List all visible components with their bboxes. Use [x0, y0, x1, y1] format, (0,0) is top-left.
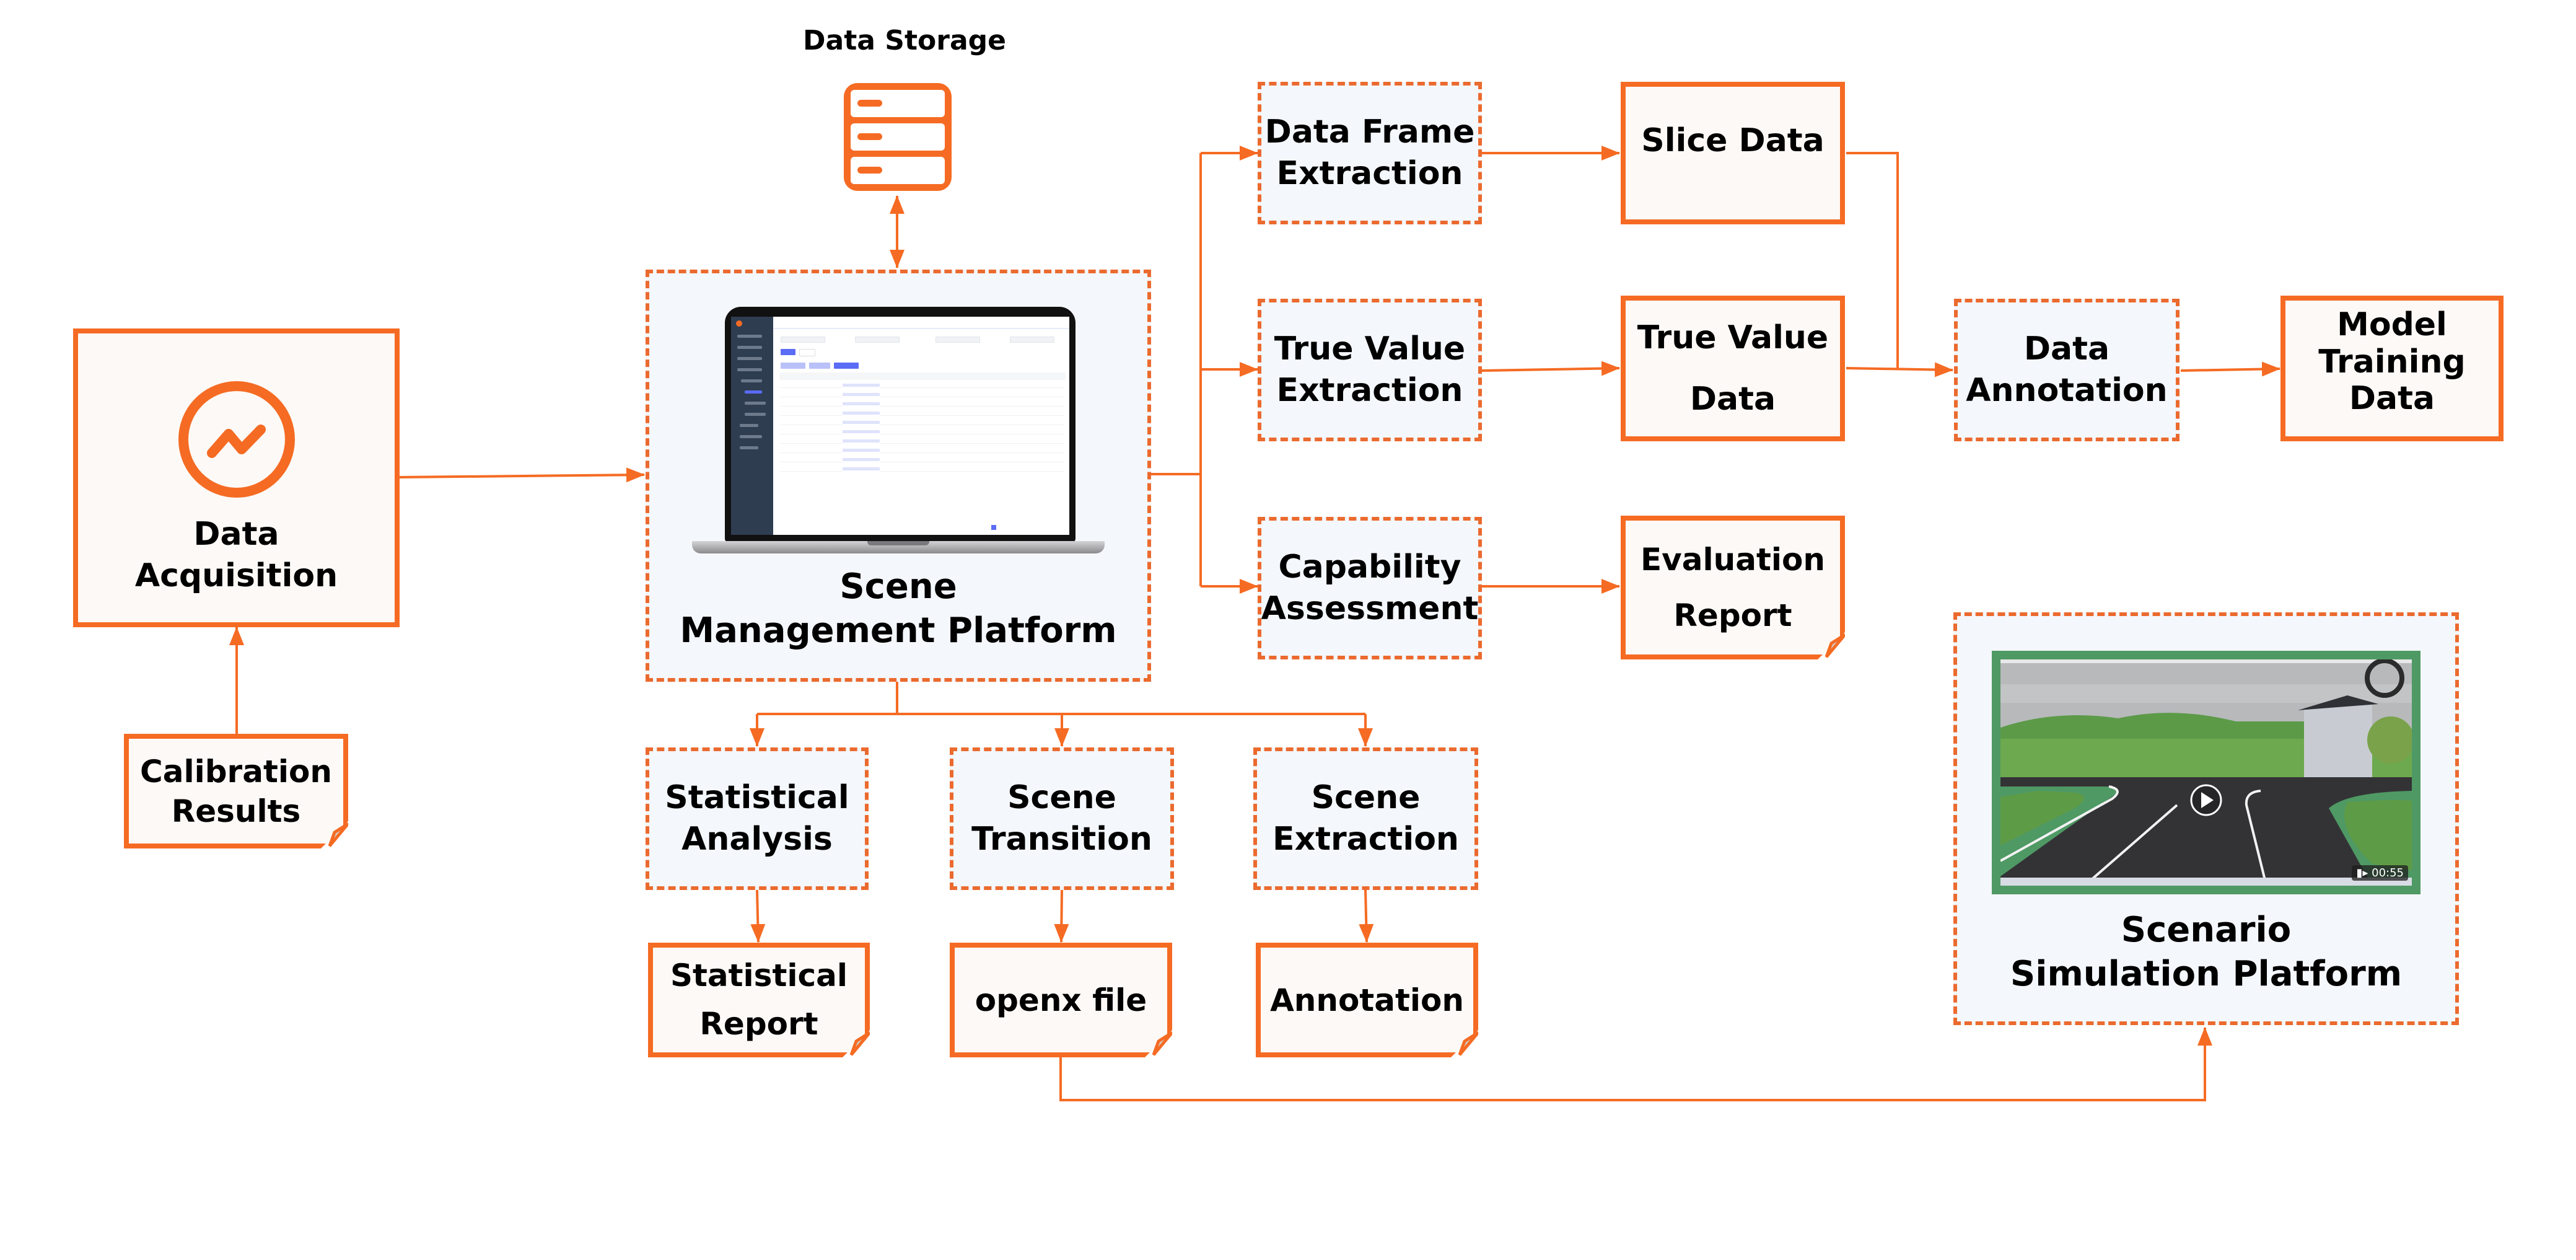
laptop-base: [692, 541, 1105, 553]
video-duration: 00:55: [2372, 866, 2404, 879]
edge-se-annotation: [1359, 889, 1374, 943]
edge-slice-annotation: [1846, 152, 1899, 369]
data-annotation-label: Data Annotation: [1966, 330, 2168, 409]
statistical-report-node[interactable]: Statistical Report: [648, 943, 870, 1057]
app-sidebar: [731, 317, 773, 535]
edge-openx-simulation: [1059, 1027, 2212, 1101]
calibration-results-node[interactable]: Calibration Results: [124, 734, 348, 848]
slice-data-node[interactable]: Slice Data: [1621, 82, 1845, 224]
document-fold-icon: [1145, 1030, 1172, 1057]
model-training-data-label: Model Training Data: [2318, 306, 2466, 418]
document-fold-icon: [321, 821, 348, 848]
statistical-analysis-label: Statistical Analysis: [665, 779, 849, 858]
document-fold-icon: [1451, 1030, 1478, 1057]
evaluation-report-label: Evaluation Report: [1641, 542, 1825, 633]
document-fold-icon: [1818, 632, 1845, 659]
true-value-data-node[interactable]: True Value Data: [1621, 296, 1845, 441]
true-value-data-label: True Value Data: [1637, 319, 1829, 418]
edge-annotation-model: [2180, 361, 2280, 377]
scene-extraction-label: Scene Extraction: [1273, 779, 1459, 858]
statistical-report-label: Statistical Report: [670, 958, 848, 1042]
annotation-node[interactable]: Annotation: [1256, 943, 1478, 1057]
app-topbar: [773, 317, 1069, 329]
model-training-data-node[interactable]: Model Training Data: [2280, 296, 2504, 441]
simulation-video-thumbnail[interactable]: ▮▸ 00:55: [1992, 651, 2420, 894]
data-acquisition-label: Data Acquisition: [134, 516, 338, 594]
openx-file-label: openx file: [975, 982, 1147, 1018]
openx-file-node[interactable]: openx file: [950, 943, 1172, 1057]
calibration-results-label: Calibration Results: [140, 753, 332, 829]
slice-data-label: Slice Data: [1641, 121, 1825, 159]
server-stack-icon: [844, 83, 952, 191]
edge-tvd-annotation: [1846, 362, 1953, 377]
capability-assessment-label: Capability Assessment: [1261, 548, 1479, 627]
laptop-screenshot: [692, 307, 1105, 555]
video-camera-icon: ▮▸: [2356, 866, 2368, 879]
scene-management-platform-label: Scene Management Platform: [680, 566, 1117, 651]
true-value-extraction-node[interactable]: True Value Extraction: [1258, 299, 1482, 441]
scene-transition-node[interactable]: Scene Transition: [950, 747, 1174, 890]
scene-extraction-node[interactable]: Scene Extraction: [1253, 747, 1478, 890]
edge-st-openx: [1054, 889, 1069, 943]
document-fold-icon: [843, 1030, 870, 1057]
statistical-analysis-node[interactable]: Statistical Analysis: [646, 747, 869, 890]
data-frame-extraction-node[interactable]: Data Frame Extraction: [1258, 82, 1482, 224]
evaluation-report-node[interactable]: Evaluation Report: [1621, 516, 1845, 659]
edge-tve-tvd: [1481, 361, 1620, 376]
annotation-label: Annotation: [1270, 982, 1464, 1018]
scenario-simulation-platform-label: Scenario Simulation Platform: [2010, 909, 2403, 995]
laptop-lid: [725, 307, 1076, 542]
video-duration-badge: ▮▸ 00:55: [2352, 865, 2408, 881]
edge-acquisition-platform: [399, 467, 645, 483]
true-value-extraction-label: True Value Extraction: [1274, 330, 1466, 409]
scene-transition-label: Scene Transition: [971, 779, 1152, 858]
data-acquisition-node[interactable]: Data Acquisition: [73, 328, 400, 627]
driving-scene-image: [2000, 659, 2412, 886]
data-annotation-node[interactable]: Data Annotation: [1954, 299, 2180, 441]
capability-assessment-node[interactable]: Capability Assessment: [1258, 517, 1482, 659]
data-frame-extraction-label: Data Frame Extraction: [1264, 113, 1475, 192]
laptop-screen: [731, 317, 1069, 535]
data-storage-title: Data Storage: [803, 25, 1006, 56]
line-chart-circle-icon: [178, 381, 295, 498]
edge-sa-report: [750, 889, 766, 943]
